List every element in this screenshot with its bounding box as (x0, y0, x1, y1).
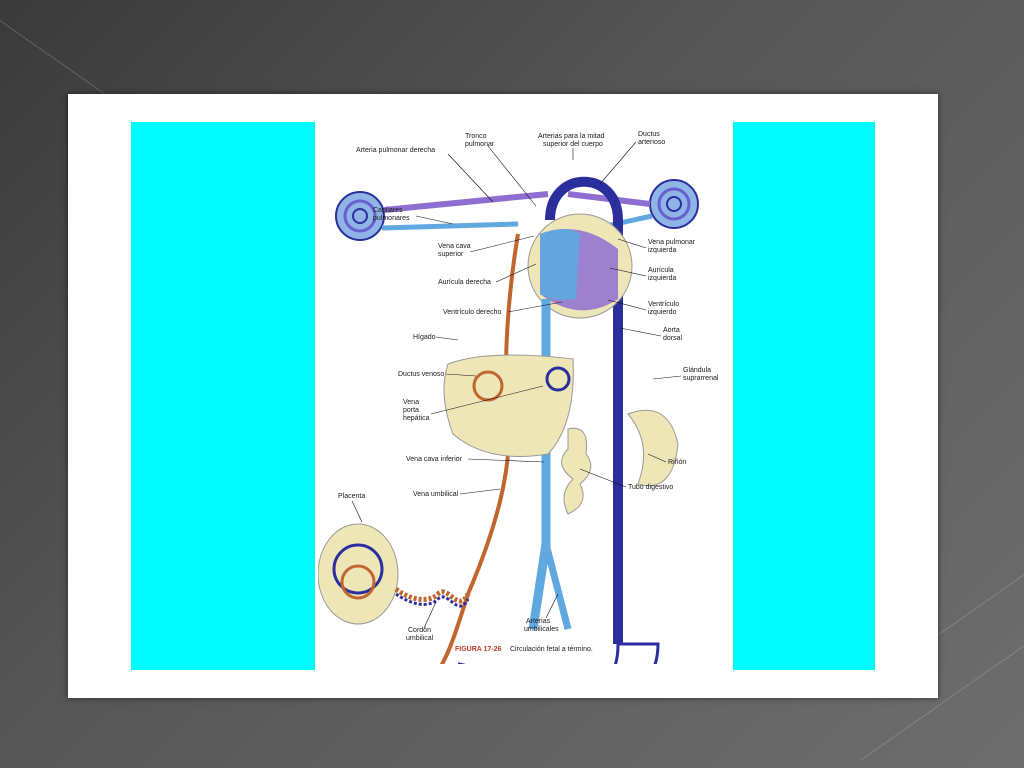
label-capilares-2: pulmonares (373, 215, 410, 222)
pulmonary-vein-left (381, 221, 519, 231)
umbilical-vein (439, 233, 520, 664)
left-cyan-panel (131, 122, 315, 670)
aortic-arch (545, 176, 623, 644)
label-arteria-pulmonar-derecha: Arteria pulmonar derecha (356, 147, 435, 154)
label-placenta: Placenta (338, 493, 365, 500)
digestive-tube (561, 427, 592, 515)
label-tronco-line2: pulmonar (465, 141, 495, 148)
lung-right (649, 179, 699, 229)
umbilical-cord (394, 587, 471, 604)
umbilical-cord (395, 592, 470, 608)
fetal-circulation-figure: Tronco pulmonar Arterias para la mitad s… (318, 131, 719, 664)
label-auricula-izq-2: izquierda (648, 275, 677, 282)
label-rinon: Riñón (668, 459, 686, 466)
label-arterias-umbilicales-2: umbilicales (524, 626, 559, 633)
label-tronco-line1: Tronco (465, 133, 487, 140)
background-line (930, 548, 1024, 641)
slide: Tronco pulmonar Arterias para la mitad s… (68, 94, 938, 698)
label-arterias-umbilicales-1: Arterias (526, 618, 551, 625)
kidney (627, 409, 679, 486)
caption-text: Circulación fetal a término. (510, 646, 593, 653)
right-cyan-panel (733, 122, 875, 670)
lung-left (335, 191, 385, 241)
label-ventriculo-derecho: Ventrículo derecho (443, 309, 501, 316)
label-ductus-venoso: Ductus venoso (398, 371, 444, 378)
heart (527, 213, 633, 319)
label-auricula-derecha: Aurícula derecha (438, 279, 491, 286)
liver (443, 354, 574, 457)
label-glandula-2: suprarrenal (683, 375, 719, 382)
label-tubo-digestivo: Tubo digestivo (628, 484, 673, 491)
label-vena-porta-3: hepática (403, 415, 430, 422)
leader-lines (351, 141, 682, 629)
vena-cava-inferior-vessel (528, 299, 551, 630)
label-auricula-izq-1: Aurícula (648, 267, 674, 274)
label-ventriculo-izq-2: izquierdo (648, 309, 677, 316)
umbilical-artery (618, 642, 660, 664)
label-aorta-2: dorsal (663, 335, 683, 342)
label-vena-porta-1: Vena (403, 399, 419, 406)
label-arterias-line2: superior del cuerpo (543, 141, 603, 148)
label-ventriculo-izq-1: Ventrículo (648, 301, 679, 308)
label-vena-cava-inferior: Vena cava inferior (406, 456, 463, 463)
label-vpi-1: Vena pulmonar (648, 239, 696, 246)
label-vcs-2: superior (438, 251, 464, 258)
pulmonary-vessel-left (383, 191, 549, 213)
label-ductus-arterioso-1: Ductus (638, 131, 660, 138)
label-ductus-arterioso-2: arterioso (638, 139, 665, 146)
label-cordon-2: umbilical (406, 635, 434, 642)
label-cordon-1: Cordón (408, 627, 431, 634)
label-aorta-1: Aorta (663, 327, 680, 334)
label-glandula-1: Glándula (683, 367, 711, 374)
label-higado: Hígado (413, 334, 436, 341)
caption-label: FIGURA 17-26 (455, 646, 502, 653)
label-vpi-2: izquierda (648, 247, 677, 254)
placenta (318, 523, 399, 625)
label-arterias-line1: Arterias para la mitad (538, 133, 605, 140)
label-vcs-1: Vena cava (438, 243, 471, 250)
label-capilares-1: Capilares (373, 207, 403, 214)
vena-cava-branch (542, 543, 572, 630)
label-vena-umbilical: Vena umbilical (413, 491, 459, 498)
label-vena-porta-2: porta (403, 407, 419, 414)
